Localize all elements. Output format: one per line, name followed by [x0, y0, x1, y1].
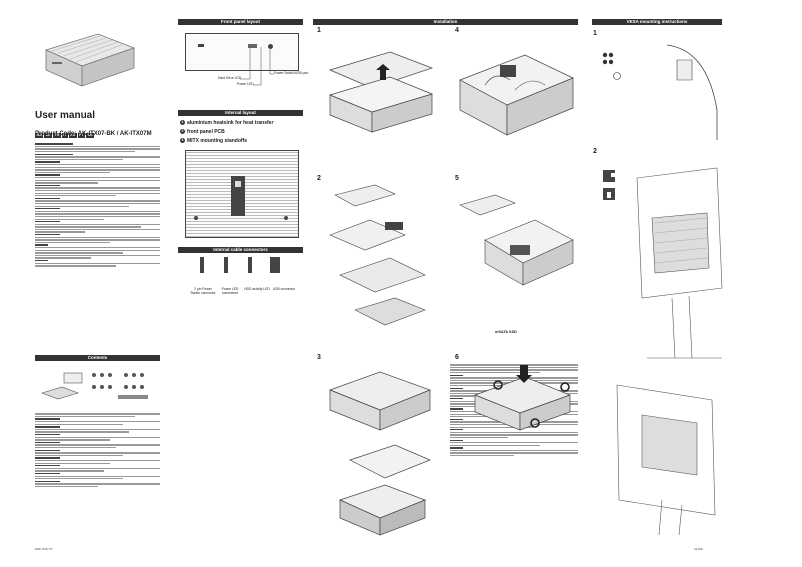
- install-step-2: 2: [317, 175, 321, 182]
- contents-header: Contents: [35, 355, 160, 361]
- manual-title: User manual: [35, 110, 96, 121]
- lang-it: IT: [61, 133, 68, 138]
- hdd-led-label: Hard Drive LED: [218, 76, 242, 80]
- internal-layout-header: Internal layout: [178, 110, 303, 116]
- cable-label-power-led: Power LED connectors: [221, 287, 239, 295]
- front-panel-leader-lines: [185, 33, 310, 93]
- lang-cn: CN: [86, 133, 95, 138]
- install-step-4: 4: [455, 27, 459, 34]
- vesa-step-2: 2: [593, 148, 597, 155]
- product-code: Product Code: AK-ITX07-BK / AK-ITX07M: [35, 131, 152, 137]
- front-panel-diagram: [185, 33, 299, 71]
- contents-list-text: [35, 412, 160, 489]
- install-step-1: 1: [317, 27, 321, 34]
- number-badge: 2: [180, 129, 185, 135]
- safety-text-block: [35, 142, 160, 268]
- install-step-6-illustration: [470, 365, 575, 435]
- internal-layout-diagram: [185, 150, 299, 238]
- front-panel-header: Front panel layout: [178, 19, 303, 25]
- installation-header: Installation: [313, 19, 578, 25]
- vesa-header: VESA mounting instructions: [592, 19, 722, 25]
- power-switch-label: Power Switch/USB port: [274, 71, 309, 75]
- cable-label-power-switch: 2 pin Power Switch connector: [190, 287, 216, 295]
- internal-item-text: MITX mounting standoffs: [187, 138, 247, 144]
- lang-es: ES: [68, 133, 77, 138]
- install-step-4-illustration: [455, 40, 578, 165]
- msata-ssd-label: mSATA SSD: [495, 330, 517, 334]
- cable-connectors-diagram: [190, 255, 300, 285]
- lang-fr: FR: [53, 133, 61, 138]
- install-step-1-illustration: [320, 40, 440, 140]
- vesa-step-3-illustration: [597, 375, 725, 540]
- product-image: [38, 30, 138, 92]
- number-badge: 1: [180, 120, 185, 126]
- cable-label-hdd-led: HDD activity LED: [244, 287, 270, 291]
- install-step-5-illustration: [455, 185, 578, 335]
- cable-label-usb: USB connector: [272, 287, 296, 291]
- vesa-step-1: 1: [593, 30, 597, 37]
- internal-item-text: aluminium heatsink for heat transfer: [187, 120, 274, 126]
- vesa-step-2-illustration: [597, 158, 725, 368]
- contents-illustration: [38, 365, 158, 410]
- cable-connectors-header: Internal cable connectors: [178, 247, 303, 253]
- install-step-3: 3: [317, 354, 321, 361]
- footer-left: P/AK-ITX07-T7: [35, 548, 53, 551]
- number-badge: 3: [180, 138, 185, 144]
- internal-item-text: front panel PCB: [187, 129, 225, 135]
- lang-de: DE: [44, 133, 53, 138]
- lang-gb: GB: [35, 133, 44, 138]
- vesa-step-1-illustration: [597, 40, 725, 140]
- install-step-6: 6: [455, 354, 459, 361]
- install-step-5: 5: [455, 175, 459, 182]
- power-led-label: Power LED: [237, 82, 254, 86]
- install-step-2-illustration: [315, 180, 440, 340]
- lang-pt: PT: [77, 133, 86, 138]
- footer-right: A4 20G: [694, 548, 703, 551]
- install-step-3-illustration: [320, 360, 440, 545]
